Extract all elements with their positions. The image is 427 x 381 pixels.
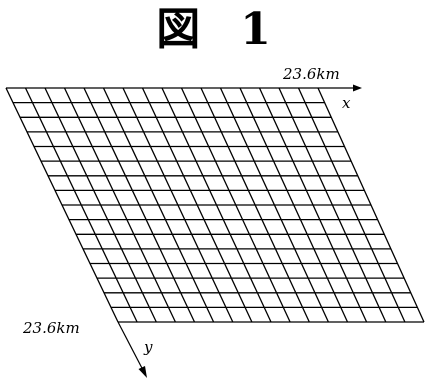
mesh-column-line (180, 87, 291, 323)
mesh-column-line (63, 87, 176, 323)
mesh-column-line (24, 87, 138, 323)
figure-number: 1 (240, 4, 271, 55)
mesh-column-line (317, 87, 425, 323)
mesh-column-line (161, 87, 272, 323)
y-axis-label: y (143, 338, 153, 356)
mesh-column-line (141, 87, 253, 323)
y-extent-label: 23.6km (22, 319, 80, 337)
x-extent-label: 23.6km (282, 65, 340, 83)
x-axis-label: x (342, 94, 351, 112)
mesh-grid (5, 87, 425, 323)
figure-title: 図 1 (0, 0, 427, 60)
mesh-column-line (83, 87, 196, 323)
mesh-column-line (44, 87, 157, 323)
y-axis-arrowhead (138, 366, 147, 378)
figure-kanji: 図 (156, 4, 201, 55)
mesh-column-line (5, 87, 119, 323)
mesh-column-line (258, 87, 368, 323)
mesh-column-line (219, 87, 329, 323)
mesh-column-line (102, 87, 215, 323)
mesh-column-line (239, 87, 349, 323)
mesh-column-line (278, 87, 387, 323)
x-axis-arrowhead (353, 84, 362, 92)
y-axis-arrow (117, 321, 145, 373)
mesh-column-line (200, 87, 310, 323)
mesh-column-line (297, 87, 406, 323)
mesh-column-line (122, 87, 234, 323)
